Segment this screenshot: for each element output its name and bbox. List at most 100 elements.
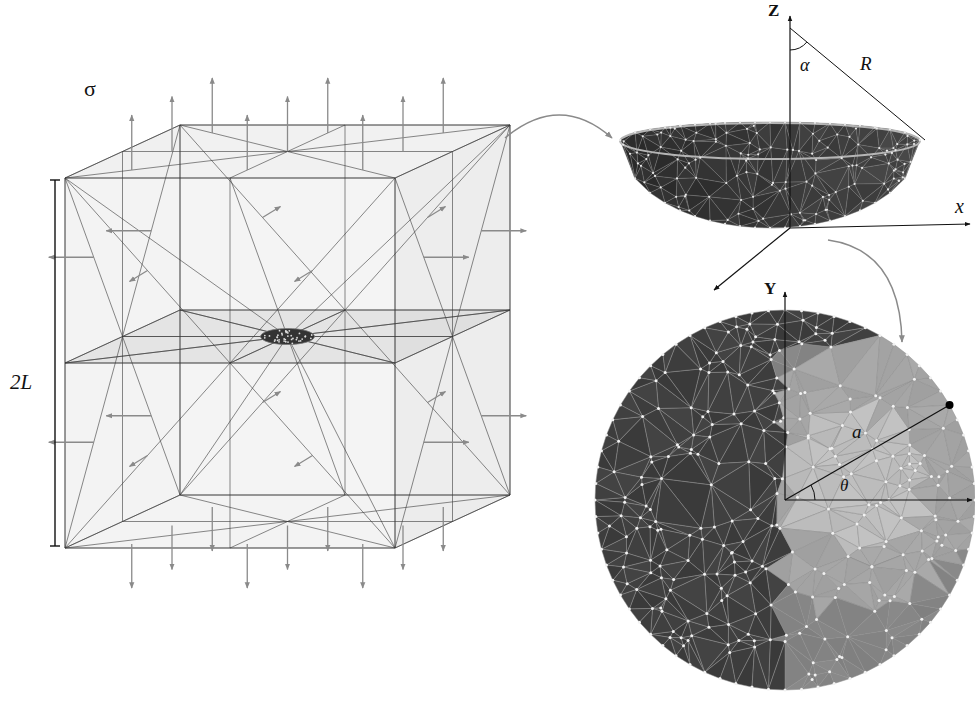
mesh-triangle — [676, 646, 690, 665]
mesh-node — [799, 225, 801, 227]
mesh-node — [937, 535, 940, 538]
mesh-node — [889, 599, 892, 602]
disk-axes — [785, 292, 972, 500]
mesh-triangle — [813, 639, 837, 663]
mesh-node — [831, 332, 834, 335]
mesh-node — [787, 387, 790, 390]
mesh-triangle — [813, 574, 839, 597]
mesh-node — [962, 563, 965, 566]
mesh-node — [807, 434, 810, 437]
mesh-node — [770, 603, 773, 606]
mesh-line — [180, 495, 288, 522]
mesh-node — [849, 411, 852, 414]
mesh-node — [908, 462, 911, 465]
mesh-line — [65, 337, 288, 364]
mesh-node — [656, 529, 659, 532]
mesh-node — [887, 188, 889, 190]
mesh-node — [894, 149, 896, 151]
mesh-triangle — [864, 505, 876, 515]
symbol-label: σ — [84, 78, 96, 100]
mesh-node — [739, 225, 741, 227]
mesh-node — [884, 153, 886, 155]
stress-arrow — [428, 392, 446, 403]
mesh-node — [701, 538, 704, 541]
stress-arrow — [481, 415, 526, 416]
mesh-triangle — [701, 527, 715, 539]
mesh-triangle — [732, 553, 752, 563]
mesh-node — [690, 634, 693, 637]
mesh-triangle — [771, 147, 787, 182]
mesh-node — [934, 515, 937, 518]
mesh-node — [773, 338, 776, 341]
mesh-triangle — [613, 580, 627, 595]
mesh-triangle — [815, 166, 848, 192]
mesh-node — [885, 648, 888, 651]
mesh-node — [828, 194, 830, 196]
mesh-triangle — [921, 531, 938, 541]
mesh-node — [637, 162, 639, 164]
crack-node — [292, 338, 294, 340]
mesh-triangle — [900, 480, 910, 490]
mesh-node — [649, 364, 652, 367]
dimension-bar — [50, 180, 60, 546]
mesh-node — [861, 167, 863, 169]
mesh-node — [716, 573, 719, 576]
mesh-node — [888, 162, 890, 164]
crack-node — [301, 338, 303, 340]
stress-arrow — [131, 544, 132, 588]
mesh-node — [688, 534, 691, 537]
mesh-node — [889, 192, 891, 194]
mesh-node — [647, 154, 649, 156]
crack-node — [295, 339, 297, 341]
mesh-node — [685, 139, 687, 141]
mesh-node — [787, 583, 790, 586]
mesh-node — [626, 582, 629, 585]
mesh-line — [288, 310, 511, 337]
mesh-node — [814, 223, 816, 225]
mesh-node — [778, 401, 781, 404]
mesh-node — [727, 219, 729, 221]
mesh-triangle — [771, 122, 787, 150]
mesh-node — [742, 540, 745, 543]
mesh-node — [748, 322, 751, 325]
mesh-triangle — [656, 479, 701, 529]
mesh-node — [781, 477, 784, 480]
crack-node — [291, 342, 293, 344]
mesh-triangle — [598, 526, 610, 549]
mesh-node — [649, 559, 652, 562]
mesh-node — [775, 524, 778, 527]
mesh-triangle — [748, 154, 758, 174]
mesh-node — [745, 160, 747, 162]
mesh-node — [902, 553, 905, 556]
mesh-node — [812, 465, 815, 468]
mesh-node — [703, 326, 706, 329]
mesh-node — [906, 406, 909, 409]
mesh-node — [918, 364, 921, 367]
mesh-node — [914, 469, 917, 472]
mesh-node — [669, 135, 671, 137]
mesh-node — [893, 178, 895, 180]
mesh-node — [848, 136, 850, 138]
mesh-node — [950, 465, 953, 468]
mesh-node — [838, 463, 841, 466]
mesh-node — [779, 420, 782, 423]
mesh-node — [807, 672, 810, 675]
stress-arrow — [443, 507, 444, 551]
mesh-triangle — [665, 203, 680, 211]
symbol-label: R — [860, 54, 872, 73]
mesh-node — [827, 507, 830, 510]
mesh-node — [892, 405, 895, 408]
mesh-node — [751, 311, 754, 314]
mesh-node — [814, 673, 817, 676]
mesh-node — [725, 182, 727, 184]
mesh-node — [756, 173, 758, 175]
mesh-node — [892, 147, 894, 149]
mesh-line — [288, 495, 511, 522]
mesh-node — [617, 440, 620, 443]
mesh-node — [935, 540, 938, 543]
mesh-node — [694, 123, 696, 125]
stress-arrow — [424, 257, 469, 258]
mesh-triangle — [624, 567, 651, 584]
stress-arrow — [481, 230, 526, 231]
